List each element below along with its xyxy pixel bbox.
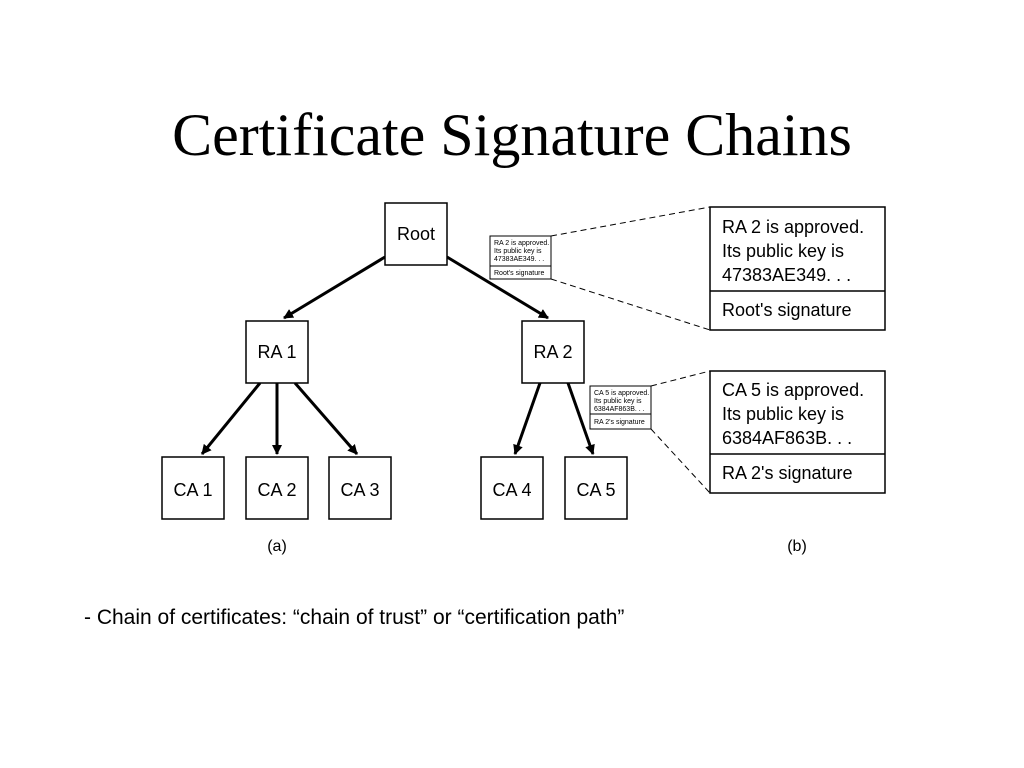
node-ca4: CA 4 xyxy=(480,456,544,520)
node-ca5: CA 5 xyxy=(564,456,628,520)
node-root: Root xyxy=(384,202,448,266)
node-ra1-label: RA 1 xyxy=(257,342,296,362)
cert-ca5-small-line2: Its public key is xyxy=(594,398,642,405)
caption-a: (a) xyxy=(267,538,287,555)
cert-ca5-small: CA 5 is approved. Its public key is 6384… xyxy=(589,385,652,430)
node-ca1-label: CA 1 xyxy=(173,480,212,500)
cert-ca5-small-line3: 6384AF863B. . . xyxy=(594,406,645,413)
edge-ra1-ca1 xyxy=(200,382,262,455)
node-ca1: CA 1 xyxy=(161,456,225,520)
edge-root-ra1 xyxy=(283,255,386,320)
cert-ra2-signature: Root's signature xyxy=(722,300,852,320)
cert-ca5-small-signature: RA 2's signature xyxy=(594,419,645,426)
cert-ca5-line3: 6384AF863B. . . xyxy=(722,428,852,448)
node-ca3-label: CA 3 xyxy=(340,480,379,500)
node-ra2-label: RA 2 xyxy=(533,342,572,362)
node-root-label: Root xyxy=(397,224,435,244)
cert-ra2-small-line3: 47383AE349. . . xyxy=(494,256,544,263)
node-ca3: CA 3 xyxy=(328,456,392,520)
bullet-text: - Chain of certificates: “chain of trust… xyxy=(84,606,625,629)
cert-ca5-large: CA 5 is approved. Its public key is 6384… xyxy=(709,370,886,494)
slide-title: Certificate Signature Chains xyxy=(172,102,852,168)
edge-ra2-ca5 xyxy=(566,382,595,455)
edge-root-ra2 xyxy=(446,255,549,320)
node-ra2: RA 2 xyxy=(521,320,585,384)
cert-ca5-small-line1: CA 5 is approved. xyxy=(594,390,649,397)
edge-ra1-ca3 xyxy=(293,382,359,455)
cert-ra2-line3: 47383AE349. . . xyxy=(722,265,851,285)
cert-ra2-small-line1: RA 2 is approved. xyxy=(494,240,549,247)
node-ca5-label: CA 5 xyxy=(576,480,615,500)
cert-ra2-line1: RA 2 is approved. xyxy=(722,217,864,237)
cert-ra2-small-signature: Root's signature xyxy=(494,270,544,277)
cert-ca5-signature: RA 2's signature xyxy=(722,463,853,483)
node-ca2-label: CA 2 xyxy=(257,480,296,500)
zoom-lines xyxy=(550,206,711,494)
edge-ra2-ca4 xyxy=(513,382,542,455)
caption-b: (b) xyxy=(787,538,807,555)
cert-ra2-large: RA 2 is approved. Its public key is 4738… xyxy=(709,206,886,331)
cert-ca5-line1: CA 5 is approved. xyxy=(722,380,864,400)
cert-ra2-small: RA 2 is approved. Its public key is 4738… xyxy=(489,235,552,280)
cert-ca5-line2: Its public key is xyxy=(722,404,844,424)
node-ra1: RA 1 xyxy=(245,320,309,384)
node-ca2: CA 2 xyxy=(245,456,309,520)
cert-ra2-line2: Its public key is xyxy=(722,241,844,261)
tree-edges xyxy=(200,255,595,455)
cert-ra2-small-line2: Its public key is xyxy=(494,248,542,255)
node-ca4-label: CA 4 xyxy=(492,480,531,500)
